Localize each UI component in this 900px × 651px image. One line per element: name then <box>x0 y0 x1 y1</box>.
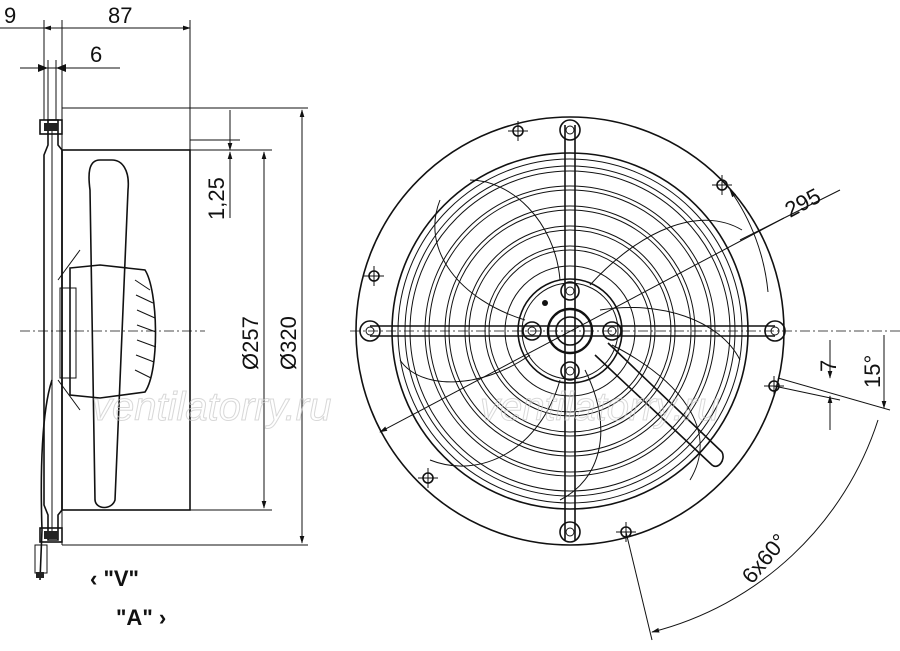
motor-side <box>69 264 157 399</box>
dim-hole-size: 7 <box>816 360 841 372</box>
svg-text:ventilatorry.ru: ventilatorry.ru <box>480 385 719 429</box>
guard-crossbars <box>370 125 775 540</box>
side-view: 87 9 6 1,25 Ø257 Ø320 ‹ "V" "A" › <box>0 3 308 630</box>
front-view: 295 6x60° 7 15° <box>350 116 900 641</box>
watermark: ventilatorry.ru ventilatorry.ru <box>92 385 720 430</box>
flange-plate <box>43 119 63 541</box>
dim-flange-thickness: 9 <box>4 3 16 28</box>
dim-wall-thickness: 1,25 <box>204 177 229 220</box>
dim-outer-diameter: Ø320 <box>276 316 301 370</box>
flange-holes <box>364 121 784 542</box>
dim-hole-pattern: 6x60° <box>737 529 792 588</box>
bolt-bottom <box>39 527 63 543</box>
cable-gland <box>594 342 724 468</box>
view-label-v: ‹ "V" <box>90 566 139 591</box>
fan-blades <box>399 179 743 501</box>
dim-inner-diameter: Ø257 <box>238 316 263 370</box>
bolt-top <box>39 119 63 135</box>
dim-offset: 6 <box>90 42 102 67</box>
fan-blade-side <box>88 159 130 509</box>
dim-overall-depth: 87 <box>108 3 132 28</box>
cable <box>39 379 53 581</box>
dim-hole-angle: 15° <box>860 355 885 388</box>
svg-text:ventilatorry.ru: ventilatorry.ru <box>92 385 331 429</box>
view-label-a: "A" › <box>116 605 166 630</box>
housing-body <box>61 149 191 511</box>
